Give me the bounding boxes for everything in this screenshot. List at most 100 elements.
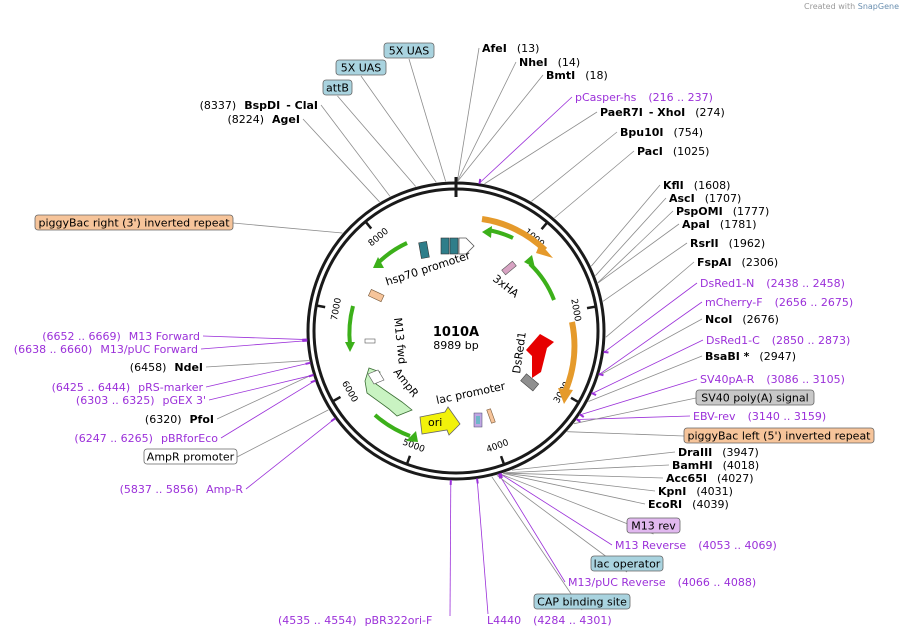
- primer-label-l4440[interactable]: L4440(4284 .. 4301): [487, 614, 612, 627]
- enzyme-label-afei[interactable]: AfeI(13): [482, 42, 539, 55]
- green-arc-upper-left[interactable]: [376, 241, 408, 265]
- tick-2000: [586, 305, 597, 310]
- enzyme-leader-11: [605, 261, 695, 338]
- primer-label-m13-reverse[interactable]: M13 Reverse(4053 .. 4069): [615, 539, 777, 552]
- enzyme-label-draiii[interactable]: DraIII(3947): [678, 446, 759, 459]
- feature-box-6[interactable]: [626, 517, 681, 534]
- enzyme-position: (3947): [722, 446, 759, 459]
- primer-label-sv40pa-r[interactable]: SV40pA-R(3086 .. 3105): [700, 373, 845, 386]
- enzyme-label-bspdi[interactable]: (8337)BspDI- ClaI: [200, 99, 318, 112]
- enzyme-label-bamhi[interactable]: BamHI(4018): [672, 459, 759, 472]
- primer-label-pbr322ori-f[interactable]: (4535 .. 4554)pBR322ori-F: [278, 614, 432, 627]
- ori-arrow[interactable]: [419, 406, 461, 436]
- uas-box-2[interactable]: [440, 237, 450, 255]
- feature-box-1[interactable]: [335, 59, 387, 76]
- tick-label-4000: 4000: [485, 438, 510, 455]
- enzyme-label-ncoi[interactable]: NcoI(2676): [705, 313, 779, 326]
- green-arc-lower-left[interactable]: [373, 413, 411, 438]
- feature-box-8[interactable]: [533, 593, 631, 610]
- piggybac-left-feature[interactable]: [486, 408, 496, 424]
- enzyme-position: (1707): [705, 192, 742, 205]
- primer-range: (5837 .. 5856): [120, 483, 199, 496]
- green-arc-top[interactable]: [487, 228, 514, 240]
- feature-box-3[interactable]: [34, 214, 234, 231]
- primer-name: EBV-rev: [693, 410, 736, 423]
- enzyme-label-pspomi[interactable]: PspOMI(1777): [676, 205, 769, 218]
- enzyme-label-pfoi[interactable]: (6320)PfoI: [145, 413, 214, 426]
- enzyme-label-fspai[interactable]: FspAI(2306): [697, 256, 778, 269]
- feature-box-0[interactable]: [383, 42, 435, 59]
- primer-label-amp-r[interactable]: (5837 .. 5856)Amp-R: [120, 483, 244, 496]
- enzyme-name: ApaI: [682, 218, 710, 231]
- primer-label-ebv-rev[interactable]: EBV-rev(3140 .. 3159): [693, 410, 826, 423]
- enzyme-leader-4: [531, 131, 618, 202]
- primer-label-pbrforeco[interactable]: (6247 .. 6265)pBRforEco: [74, 432, 218, 445]
- enzyme-label-bpu10i[interactable]: Bpu10I(754): [620, 126, 703, 139]
- green-arc-left[interactable]: [347, 305, 355, 346]
- enzyme-label-ndei[interactable]: (6458)NdeI: [130, 361, 203, 374]
- primer-leader-5: [577, 415, 691, 420]
- m13-fwd-feature[interactable]: [364, 338, 376, 344]
- primer-range: (4535 .. 4554): [278, 614, 357, 627]
- enzyme-label-bsabi[interactable]: BsaBI *(2947): [705, 350, 796, 363]
- primer-bottom-leader-1: [476, 479, 489, 615]
- primer-range: (2850 .. 2873): [772, 334, 851, 347]
- tick-label-2000: 2000: [568, 298, 582, 323]
- enzyme-label-apai[interactable]: ApaI(1781): [682, 218, 756, 231]
- enzyme-label-rsrii[interactable]: RsrII(1962): [690, 237, 765, 250]
- enzyme-position: (6320): [145, 413, 182, 426]
- enzyme-position: (13): [517, 42, 540, 55]
- tag-feature[interactable]: [501, 260, 517, 276]
- primer-label-m13-forward[interactable]: (6652 .. 6669)M13 Forward: [42, 330, 200, 343]
- ampr-promoter-feature[interactable]: [367, 369, 385, 385]
- primer-label-mcherry-f[interactable]: mCherry-F(2656 .. 2675): [705, 296, 853, 309]
- sv40-feature[interactable]: [520, 373, 540, 392]
- primer-label-m13-puc-reverse[interactable]: M13/pUC Reverse(4066 .. 4088): [568, 576, 756, 589]
- ampr-label: AmpR: [391, 366, 422, 400]
- dsred-arrow[interactable]: [526, 334, 554, 378]
- hsp70-promoter-arrow[interactable]: [458, 237, 475, 255]
- uas-box-1[interactable]: [418, 241, 430, 259]
- primer-label-pgex-3-[interactable]: (6303 .. 6325)pGEX 3': [76, 394, 206, 407]
- primer-label-dsred1-c[interactable]: DsRed1-C(2850 .. 2873): [706, 334, 850, 347]
- enzyme-label-nhei[interactable]: NheI(14): [519, 56, 580, 69]
- feature-arc-orange-2[interactable]: [562, 321, 578, 394]
- primer-range: (4284 .. 4301): [533, 614, 612, 627]
- enzyme-label-paci[interactable]: PacI(1025): [637, 145, 709, 158]
- primer-label-m13-puc-forward[interactable]: (6638 .. 6660)M13/pUC Forward: [14, 343, 198, 356]
- enzyme-label-acc65i[interactable]: Acc65I(4027): [666, 472, 754, 485]
- enzyme-leader-15: [505, 464, 670, 474]
- enzyme-label-ecori[interactable]: EcoRI(4039): [648, 498, 729, 511]
- feature-box-5[interactable]: [695, 389, 815, 406]
- feature-box-label-1: 5X UAS: [341, 62, 382, 75]
- primer-range: (6303 .. 6325): [76, 394, 155, 407]
- enzyme-label-bmti[interactable]: BmtI(18): [546, 69, 608, 82]
- enzyme-name: BamHI: [672, 459, 713, 472]
- feature-box-2[interactable]: [322, 79, 353, 96]
- enzyme-label-asci[interactable]: AscI(1707): [669, 192, 741, 205]
- enzyme-label-paer7i[interactable]: PaeR7I- XhoI(274): [600, 106, 725, 119]
- primer-label-dsred1-n[interactable]: DsRed1-N(2438 .. 2458): [700, 277, 845, 290]
- uas-box-3[interactable]: [449, 237, 459, 255]
- enzyme-position: (2947): [759, 350, 796, 363]
- cap-site-feature[interactable]: [476, 416, 480, 424]
- primer-label-prs-marker[interactable]: (6425 .. 6444)pRS-marker: [52, 381, 204, 394]
- feature-arc-orange-1-head: [536, 243, 553, 258]
- enzyme-position: (1777): [733, 205, 770, 218]
- feature-box-7[interactable]: [590, 555, 664, 572]
- primer-site-7: [497, 473, 502, 479]
- lac-promoter-label: lac promoter: [435, 379, 507, 406]
- tick-6000: [332, 395, 342, 403]
- feature-box-4[interactable]: [683, 427, 875, 444]
- enzyme-label-agei[interactable]: (8224)AgeI: [227, 113, 300, 126]
- feature-leader-0: [408, 58, 447, 182]
- enzyme-label-kfli[interactable]: KflI(1608): [663, 179, 730, 192]
- enzyme-label-kpni[interactable]: KpnI(4031): [658, 485, 733, 498]
- enzyme-leader-0: [456, 47, 480, 182]
- enzyme-leader-8: [597, 210, 674, 283]
- piggybac-right-feature[interactable]: [367, 289, 385, 303]
- primer-label-pcasper-hs[interactable]: pCasper-hs(216 .. 237): [575, 91, 713, 104]
- feature-box-9[interactable]: [143, 448, 238, 465]
- tick-label-7000: 7000: [330, 297, 344, 322]
- green-arc-right[interactable]: [528, 262, 556, 301]
